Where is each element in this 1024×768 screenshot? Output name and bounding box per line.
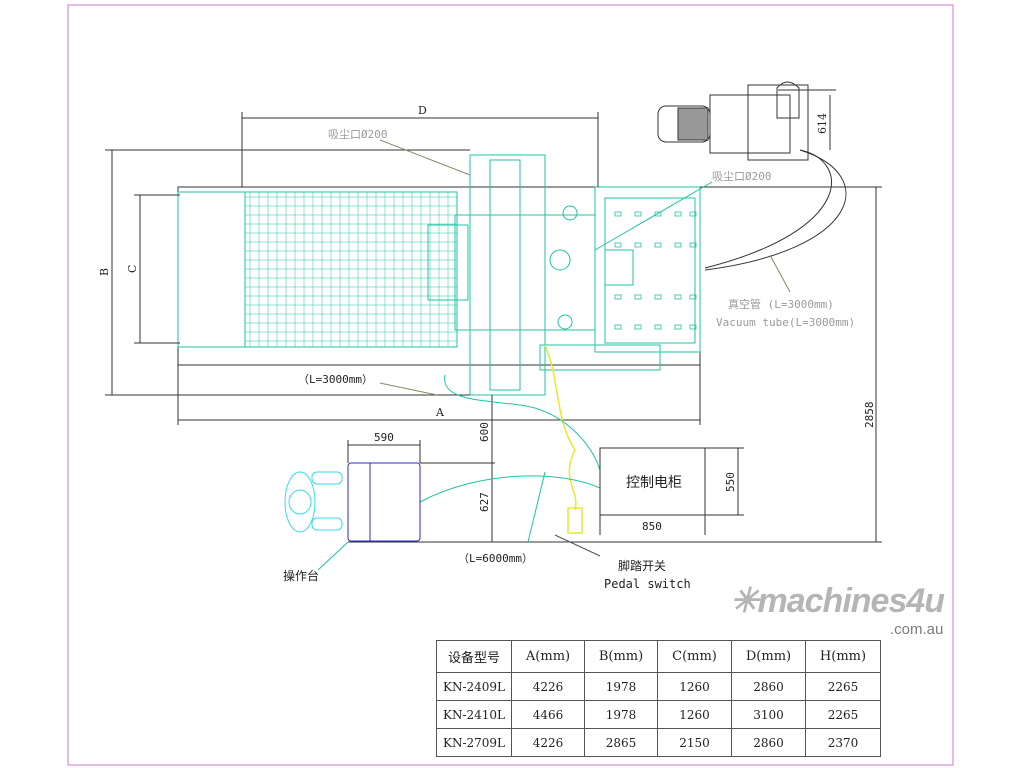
dim-600-label: 600 [478,422,491,442]
table-slot [614,294,622,300]
table-slot [689,294,697,300]
table-slots [614,211,697,330]
table-slot [674,294,682,300]
vacuum-tube [704,149,847,271]
watermark-domain: .com.au [890,621,944,638]
pedal-switch-en-label: Pedal switch [604,577,691,591]
table-header-row: 设备型号 A(mm) B(mm) C(mm) D(mm) H(mm) [436,640,881,673]
dim-614-label: 614 [816,113,829,134]
cell: 2265 [805,700,881,729]
cabinet-cable [444,374,601,471]
cell: 4466 [511,700,585,729]
vacuum-tube-en-label: Vacuum tube(L=3000mm) [716,316,855,329]
vacuum-table-grid [245,192,457,347]
table-row: KN-2709L 4226 2865 2150 2860 2370 [436,728,881,757]
dim-590-label: 590 [374,431,394,444]
control-cabinet-label: 控制电柜 [626,475,682,491]
table-slot [614,324,622,330]
dim-550-label: 550 [724,472,737,492]
page-border [67,4,954,766]
cell: 1260 [657,700,732,729]
cell: KN-2709L [436,728,512,757]
cell: 1978 [584,700,658,729]
table-row: KN-2409L 4226 1978 1260 2860 2265 [436,672,881,701]
header-c: C(mm) [657,640,732,673]
table-slot [634,294,642,300]
cell: KN-2409L [436,672,512,701]
table-slot [614,242,622,248]
cell: 4226 [511,728,585,757]
table-slot [689,324,697,330]
cell: 1260 [657,672,732,701]
cell: 2150 [657,728,732,757]
header-model: 设备型号 [436,640,512,673]
cell: 1978 [584,672,658,701]
dust-port-label-1: 吸尘口Ø200 [328,128,388,141]
table-slot [654,324,662,330]
table-slot [674,211,682,217]
pedal-switch-cn-label: 脚踏开关 [618,558,666,573]
dust-port-label-2: 吸尘口Ø200 [712,170,772,183]
cell: KN-2410L [436,700,512,729]
cell: 2860 [731,672,806,701]
table-slot [614,211,622,217]
dimension-lines [105,89,882,571]
tube-3000-label: （L=3000mm） [298,373,373,386]
header-h: H(mm) [805,640,881,673]
table-slot [674,324,682,330]
tube-6000-label: （L=6000mm） [458,552,533,565]
table-slot [689,211,697,217]
spec-table: 设备型号 A(mm) B(mm) C(mm) D(mm) H(mm) KN-24… [436,640,881,757]
cell: 2265 [805,672,881,701]
watermark-brand: machines4u [757,582,946,620]
table-row: KN-2410L 4466 1978 1260 3100 2265 [436,700,881,729]
operator-station [284,462,421,542]
header-b: B(mm) [584,640,658,673]
table-slot [634,242,642,248]
header-a: A(mm) [511,640,585,673]
cell: 4226 [511,672,585,701]
cell: 2865 [584,728,658,757]
pedal-cable [544,344,577,511]
dim-850-label: 850 [642,520,662,533]
dim-b-label: B [98,268,111,276]
dim-2858-label: 2858 [863,402,876,429]
table-slot [654,294,662,300]
cell: 2860 [731,728,806,757]
vacuum-tube-cn-label: 真空管 (L=3000mm) [728,297,834,311]
vacuum-pump [657,81,809,161]
table-slot [634,211,642,217]
table-slot [634,324,642,330]
table-slot [689,242,697,248]
cell: 3100 [731,700,806,729]
cell: 2370 [805,728,881,757]
operator-figure [284,471,343,533]
table-slot [654,242,662,248]
operator-station-label: 操作台 [283,568,319,583]
table-slot [674,242,682,248]
machine-base [177,154,701,396]
dim-c-label: C [126,265,139,273]
header-d: D(mm) [731,640,806,673]
dim-627-label: 627 [478,492,491,512]
control-cabinet [599,447,706,516]
pedal-switch [567,507,583,534]
table-slot [654,211,662,217]
dim-a-label: A [435,406,445,419]
dim-d-label: D [418,104,427,117]
watermark-logo: ✳machines4u [730,582,946,620]
